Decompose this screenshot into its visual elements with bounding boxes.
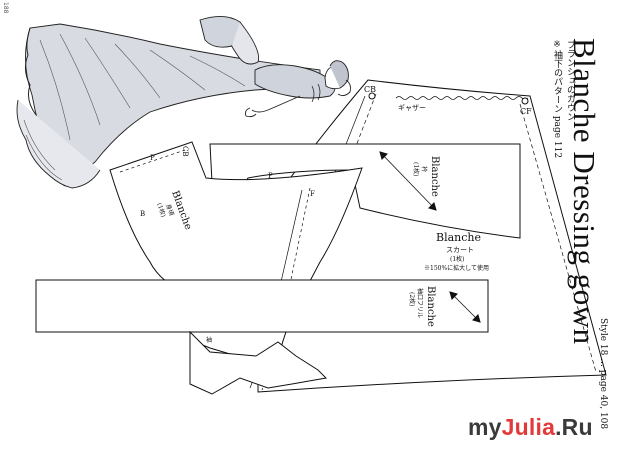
cuff-jp: 袖口フリル: [416, 288, 424, 318]
skirt-cf-label: CF: [520, 107, 532, 116]
bodice-lower: [189, 330, 328, 395]
cuff-frill-piece: [35, 279, 489, 333]
cuff-count: (2枚): [408, 292, 416, 307]
skirt-count: (1枚): [450, 255, 465, 263]
bodice-cb-label: CB: [181, 146, 189, 157]
collar-count: (1枚): [412, 162, 420, 177]
collar-p-label: P: [268, 172, 273, 180]
gather-label: ギャザー: [398, 104, 426, 112]
subtitle: ブランシュのガウン ※袖下のパターン page 112: [551, 40, 577, 158]
page-title: Blanche Dressing gown: [567, 38, 602, 345]
skirt-cb-label: CB: [364, 85, 376, 94]
collar-piece: [209, 143, 521, 239]
page-number: 188: [2, 2, 9, 14]
sleeve-mark-label: 袖: [206, 336, 212, 344]
logo-part-ru: .Ru: [555, 414, 593, 440]
skirt-note: ※150%に拡大して使用: [424, 264, 489, 272]
gown-figure-illustration: [16, 16, 351, 189]
logo-part-my: my: [468, 414, 502, 440]
skirt-jp: スカート: [446, 246, 474, 254]
bodice-b-label: B: [140, 210, 145, 218]
style-reference: Style 18 ... page 40, 108: [598, 318, 608, 430]
logo-part-julia: Julia: [501, 414, 556, 440]
collar-jp: 衿: [420, 166, 428, 172]
cuff-name: Blanche: [425, 286, 436, 327]
subtitle-ref-text: ※袖下のパターン page 112: [552, 40, 562, 159]
site-logo[interactable]: myJulia.Ru: [468, 414, 593, 441]
skirt-name: Blanche: [436, 231, 481, 244]
pattern-labels: CB CF ギャザー CB P B P F 袖 Blanche 衿 (1枚) B…: [140, 85, 532, 344]
subtitle-jp-text: ブランシュのガウン: [565, 40, 575, 121]
collar-name: Blanche: [429, 156, 440, 197]
bodice-jp: 身頃: [164, 203, 176, 217]
collar-f-label: F: [310, 190, 315, 198]
bodice-p-label: P: [150, 154, 155, 162]
